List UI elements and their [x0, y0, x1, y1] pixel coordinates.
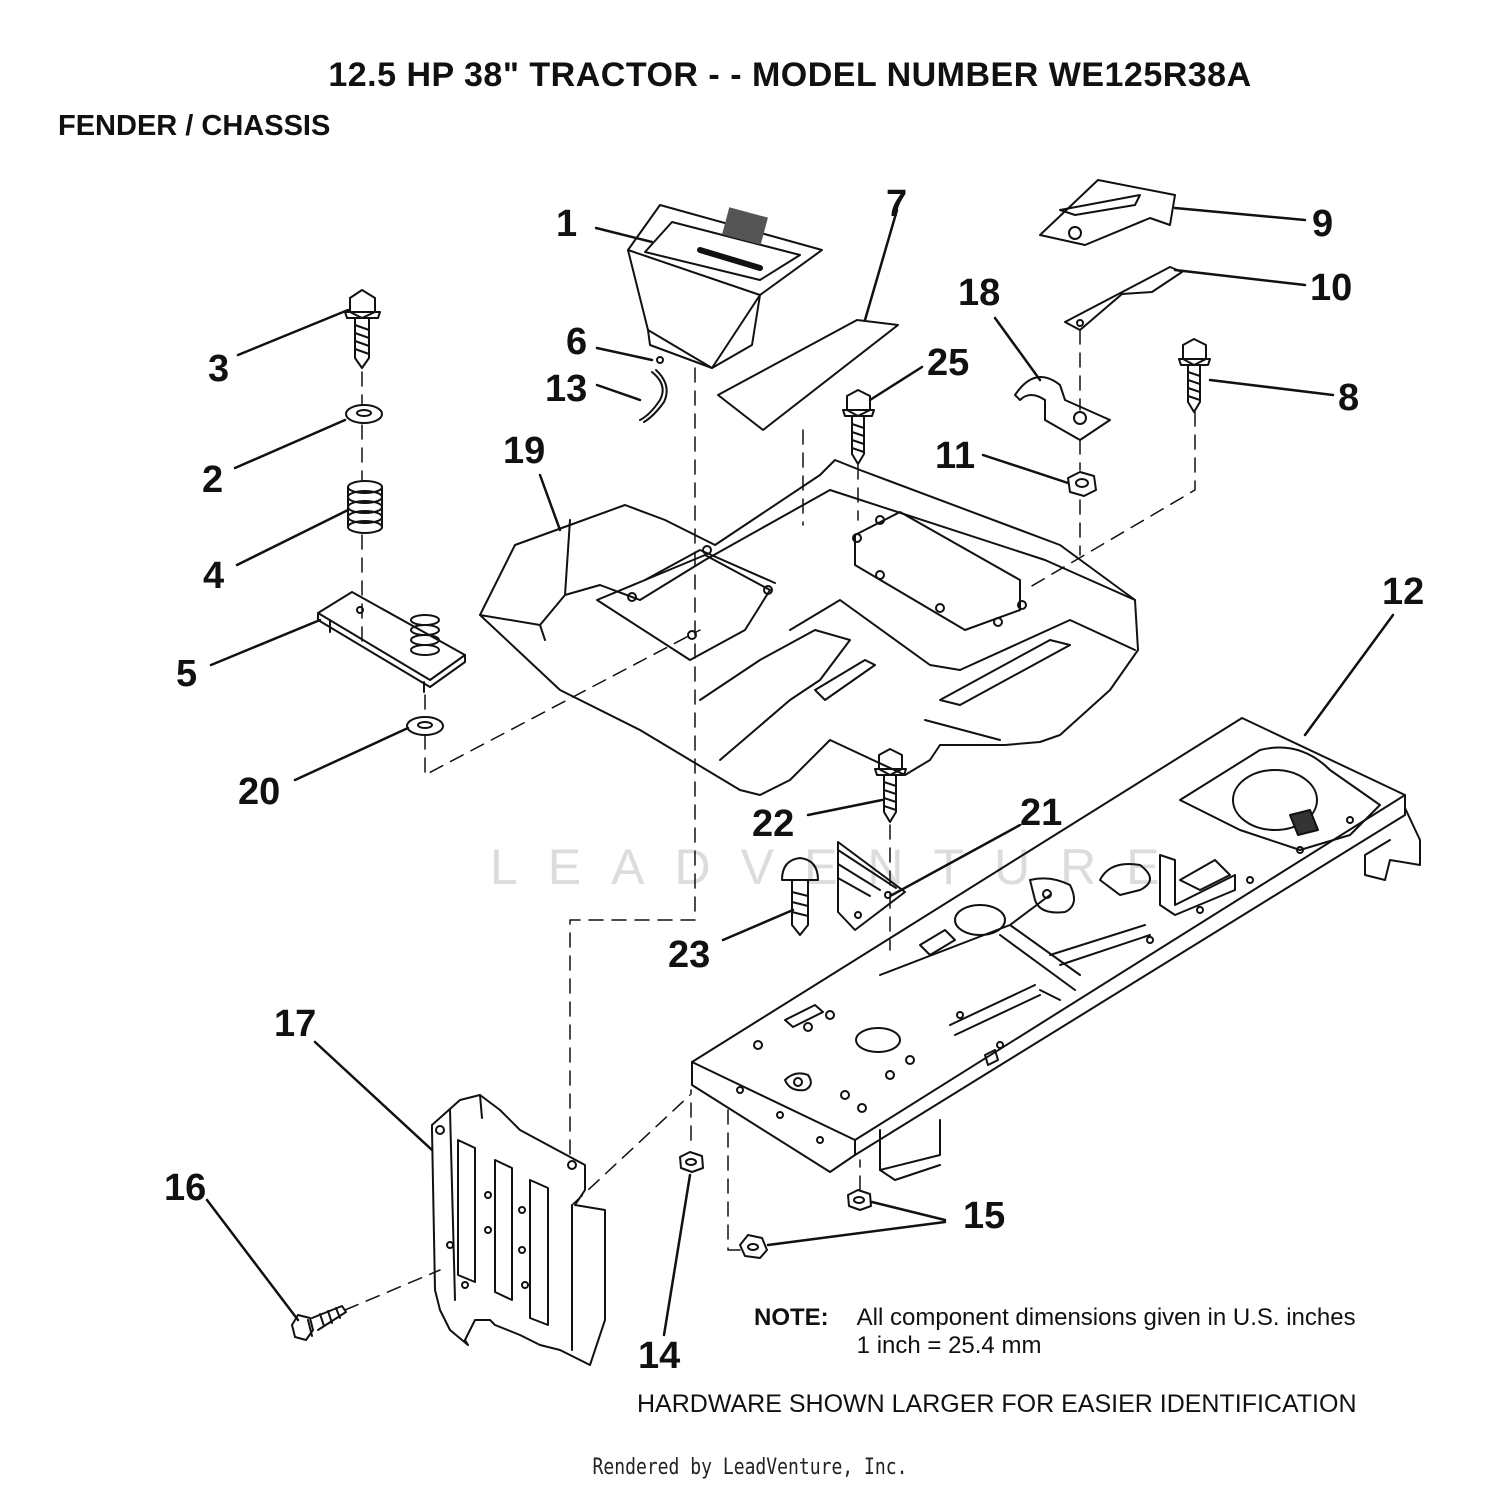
part-6-13-clip — [639, 356, 668, 423]
part-21-bracket — [837, 841, 906, 931]
note-line-1: All component dimensions given in U.S. i… — [856, 1304, 1356, 1331]
part-12-chassis-frame — [691, 717, 1421, 1181]
callout-14: 14 — [638, 1335, 680, 1377]
part-9-plate — [1039, 179, 1176, 246]
callout-23: 23 — [668, 934, 710, 976]
callout-4: 4 — [203, 555, 224, 597]
callout-25: 25 — [927, 342, 969, 384]
part-7-decal — [717, 319, 899, 431]
callout-11: 11 — [935, 435, 975, 477]
callout-19: 19 — [503, 430, 545, 472]
callout-18: 18 — [958, 272, 1000, 314]
note-line-2: 1 inch = 25.4 mm — [856, 1332, 1042, 1359]
callout-labels: 1 2 3 4 5 6 7 8 9 10 11 12 13 14 15 16 1… — [164, 183, 1424, 1377]
note-text: All component dimensions given in U.S. i… — [857, 1304, 1356, 1360]
part-3-bolt — [344, 289, 381, 369]
part-18-clamp — [1014, 376, 1111, 441]
hardware-note: HARDWARE SHOWN LARGER FOR EASIER IDENTIF… — [637, 1390, 1357, 1418]
part-1-battery-box — [627, 204, 823, 369]
dimension-note: NOTE: All component dimensions given in … — [754, 1304, 1356, 1360]
callout-12: 12 — [1382, 571, 1424, 613]
callout-16: 16 — [164, 1167, 206, 1209]
part-22-bolt — [874, 748, 907, 823]
render-credit: Rendered by LeadVenture, Inc. — [592, 1455, 908, 1480]
part-8-bolt — [1178, 338, 1211, 413]
part-5-spring-plate — [317, 591, 466, 693]
part-20-washer — [406, 716, 444, 736]
callout-21: 21 — [1020, 792, 1062, 834]
callout-2: 2 — [202, 459, 223, 501]
part-19-fender — [479, 459, 1139, 796]
callout-10: 10 — [1310, 267, 1352, 309]
part-25-bolt — [842, 389, 875, 465]
part-4-spring — [347, 480, 383, 534]
part-11-nut — [1067, 471, 1097, 497]
callout-22: 22 — [752, 803, 794, 845]
callout-13: 13 — [545, 368, 587, 410]
part-15-nuts — [739, 1189, 872, 1259]
part-10-bracket — [1064, 266, 1183, 331]
callout-6: 6 — [566, 321, 587, 363]
assembly-lines — [344, 329, 1196, 1311]
part-14-nut — [679, 1151, 704, 1173]
note-label: NOTE: — [754, 1304, 829, 1331]
callout-9: 9 — [1312, 203, 1333, 245]
callout-5: 5 — [176, 653, 197, 695]
page-title: 12.5 HP 38" TRACTOR - - MODEL NUMBER WE1… — [328, 56, 1252, 94]
callout-20: 20 — [238, 771, 280, 813]
callout-1: 1 — [556, 203, 577, 245]
callout-7: 7 — [886, 183, 907, 225]
part-23-carriage-bolt — [781, 857, 819, 936]
callout-17: 17 — [274, 1003, 316, 1045]
section-title: FENDER / CHASSIS — [58, 110, 331, 142]
callout-3: 3 — [208, 348, 229, 390]
watermark: LEADVENTURE — [490, 839, 1190, 895]
callout-15: 15 — [963, 1195, 1005, 1237]
part-16-bolt — [291, 1305, 347, 1341]
part-17-side-panel — [431, 1094, 606, 1366]
callout-8: 8 — [1338, 377, 1359, 419]
leader-lines — [205, 206, 1395, 1337]
part-2-washer — [345, 404, 383, 424]
